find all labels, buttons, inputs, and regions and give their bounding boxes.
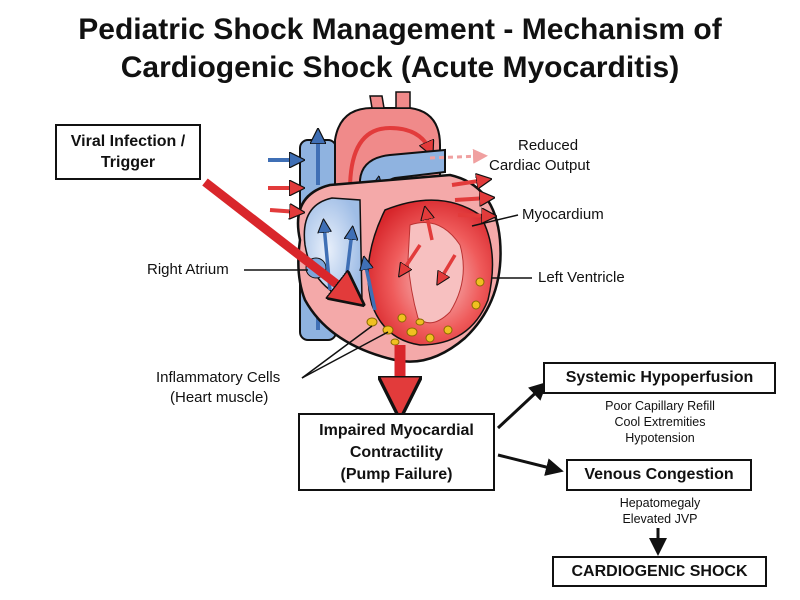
- hypoperfusion-sign-2: Cool Extremities: [614, 415, 706, 429]
- page-title-line-2: Cardiogenic Shock (Acute Myocarditis): [120, 51, 680, 84]
- hypoperfusion-box: Systemic Hypoperfusion: [543, 362, 776, 394]
- pulmonary-veins: [451, 180, 490, 216]
- contractility-box: Impaired Myocardial Contractility (Pump …: [298, 413, 495, 491]
- arrow-to-congestion: [497, 453, 564, 476]
- contractility-line-2: Contractility: [349, 444, 444, 461]
- left-vessels: [268, 160, 298, 212]
- trigger-arrow: [202, 178, 352, 296]
- reduced-output-label-2: Cardiac Output: [489, 157, 590, 174]
- myocardium-label: Myocardium: [522, 206, 604, 223]
- congestion-box: Venous Congestion: [566, 459, 752, 491]
- contractility-line-1: Impaired Myocardial: [319, 422, 474, 439]
- hypoperfusion-sign-1: Poor Capillary Refill: [605, 399, 715, 413]
- hypoperfusion-title: Systemic Hypoperfusion: [565, 369, 754, 386]
- congestion-sign-2: Elevated JVP: [622, 512, 698, 526]
- hypoperfusion-sign-3: Hypotension: [625, 431, 695, 445]
- inflammatory-cells-label-2: (Heart muscle): [170, 389, 269, 406]
- congestion-sign-1: Hepatomegaly: [619, 496, 701, 510]
- inflammatory-cells: [366, 277, 485, 346]
- contractility-line-3: (Pump Failure): [340, 466, 453, 483]
- cardiogenic-shock-box: CARDIOGENIC SHOCK: [552, 556, 767, 587]
- trigger-box: Viral Infection / Trigger: [55, 124, 201, 180]
- page-title-line-1: Pediatric Shock Management - Mechanism o…: [78, 13, 722, 46]
- trigger-line-1: Viral Infection /: [70, 133, 186, 150]
- trigger-line-2: Trigger: [100, 154, 156, 171]
- cardiogenic-shock-title: CARDIOGENIC SHOCK: [571, 563, 748, 580]
- congestion-title: Venous Congestion: [584, 466, 734, 483]
- label-leaders: [244, 214, 532, 379]
- arrow-to-hypoperfusion: [496, 381, 548, 430]
- right-atrium-label: Right Atrium: [147, 261, 229, 278]
- reduced-output-label-1: Reduced: [518, 137, 579, 154]
- inflammatory-cells-label-1: Inflammatory Cells: [156, 369, 281, 386]
- left-ventricle-label: Left Ventricle: [538, 269, 625, 286]
